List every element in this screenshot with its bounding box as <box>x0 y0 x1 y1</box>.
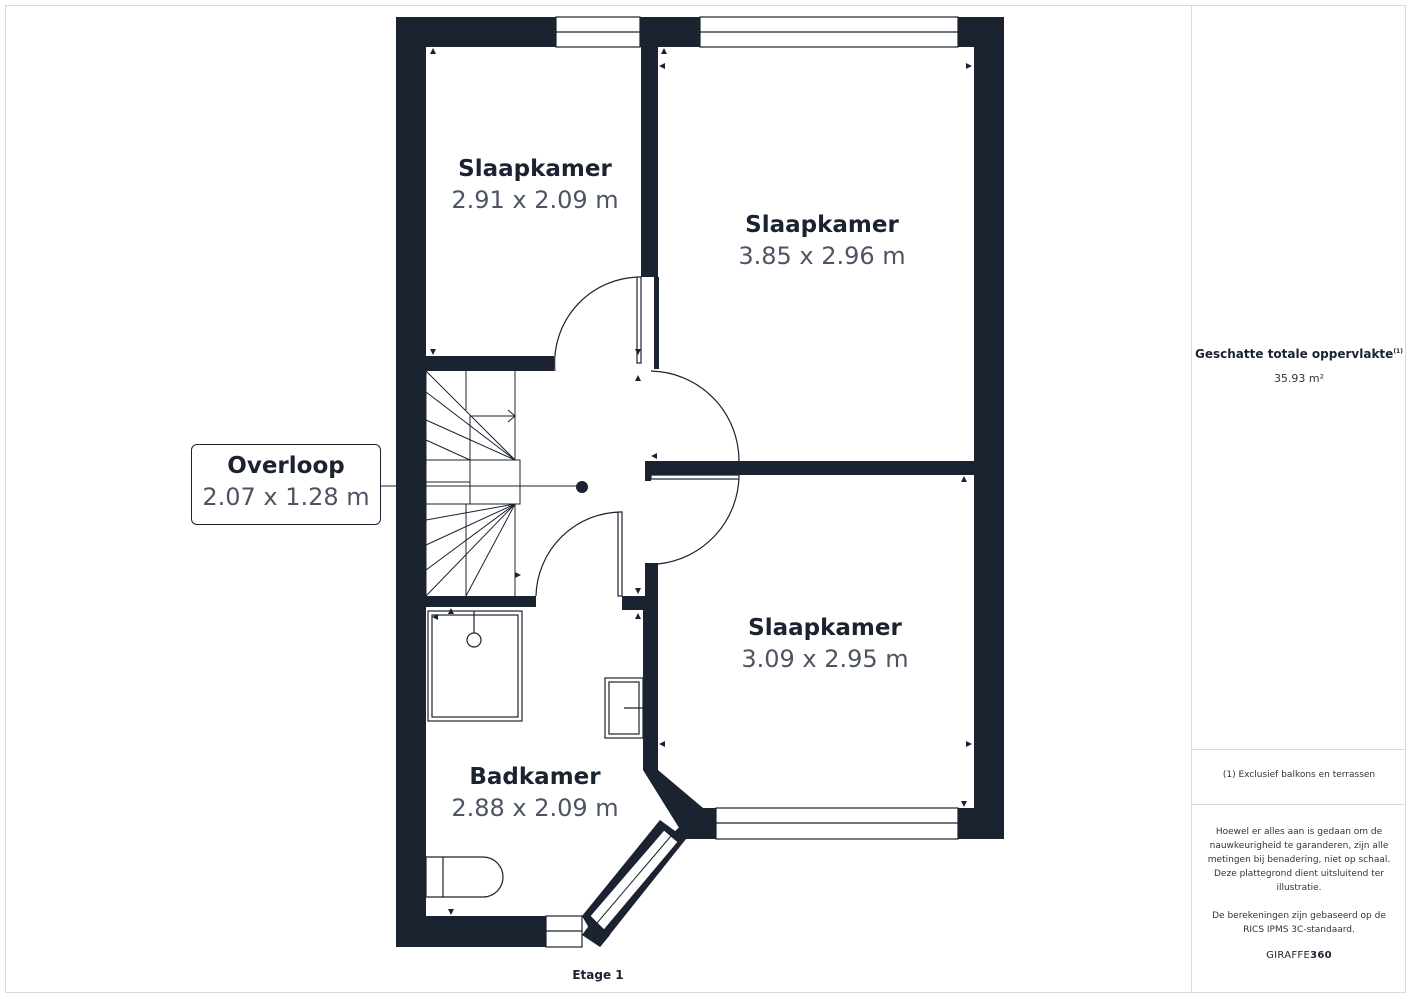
wall-bath-top <box>426 596 536 607</box>
shower-tray <box>427 610 523 722</box>
toilet <box>425 856 504 898</box>
bay-window <box>582 820 686 947</box>
stair-direction-dot <box>576 481 588 493</box>
wall-bottom-right <box>958 808 1004 839</box>
brand-logo-bold: 360 <box>1310 950 1332 961</box>
room-label-bedroom-1: Slaapkamer 2.91 x 2.09 m <box>451 154 618 216</box>
room-name: Slaapkamer <box>748 615 902 641</box>
total-area-value: 35.93 m² <box>1273 372 1325 385</box>
door-swing-bedroom1 <box>554 276 642 372</box>
room-dimensions: 3.85 x 2.96 m <box>738 242 906 270</box>
wall-door-jamb <box>654 277 659 369</box>
wall-stub <box>645 461 651 481</box>
wall-top-mid <box>640 17 700 47</box>
total-area-title-text: Geschatte totale oppervlakte <box>1195 347 1394 361</box>
wall-right <box>974 17 1004 839</box>
staircase <box>425 370 582 597</box>
door-swing-bath <box>535 511 623 597</box>
sidebar-rule <box>1192 804 1406 805</box>
windows <box>545 16 959 948</box>
door-swing-bedroom2 <box>650 370 740 462</box>
room-name: Slaapkamer <box>458 156 612 182</box>
sidebar-rule <box>1192 749 1406 750</box>
wall-bath-right <box>643 610 658 770</box>
room-dimensions: 2.07 x 1.28 m <box>202 483 370 511</box>
footnote-marker: (1) <box>1393 348 1403 355</box>
wall-bedrooms-divider <box>645 461 974 475</box>
room-dimensions: 2.91 x 2.09 m <box>451 186 619 214</box>
room-label-bathroom: Badkamer 2.88 x 2.09 m <box>451 762 618 824</box>
wall-bottom-left <box>396 916 546 947</box>
dimension-markers <box>430 48 972 915</box>
room-dimensions: 2.88 x 2.09 m <box>451 794 619 822</box>
room-name: Slaapkamer <box>745 212 899 238</box>
brand-logo-light: GIRAFFE <box>1266 950 1311 961</box>
floor-label: Etage 1 <box>572 968 624 982</box>
room-name: Badkamer <box>469 764 601 790</box>
wall-bedroom-divider-top <box>641 46 658 277</box>
footnote: (1) Exclusief balkons en terrassen <box>1222 770 1376 780</box>
floor-plan <box>381 16 1004 948</box>
total-area-title: Geschatte totale oppervlakte(1) <box>1192 347 1406 361</box>
room-label-bedroom-2: Slaapkamer 3.85 x 2.96 m <box>738 210 905 272</box>
doors <box>535 276 740 597</box>
walls <box>396 17 1004 947</box>
bathroom-fixtures <box>425 610 644 898</box>
brand-logo: GIRAFFE360 <box>1192 950 1406 961</box>
disclaimer-accuracy: Hoewel er alles aan is gedaan om de nauw… <box>1207 827 1391 893</box>
wall-bath-top-stub <box>622 596 658 610</box>
room-name: Overloop <box>227 453 345 479</box>
sidebar-divider <box>1191 6 1192 992</box>
room-dimensions: 3.09 x 2.95 m <box>741 645 909 673</box>
disclaimer-standard: De berekeningen zijn gebaseerd op de RIC… <box>1212 911 1386 935</box>
page-frame <box>5 5 1406 993</box>
wall-bedroom1-bottom <box>426 356 554 371</box>
room-label-bedroom-3: Slaapkamer 3.09 x 2.95 m <box>741 613 908 675</box>
door-swing-bedroom3 <box>657 474 740 565</box>
shower-drain <box>466 632 482 648</box>
wall-left <box>396 17 426 947</box>
room-label-landing: Overloop 2.07 x 1.28 m <box>191 444 381 525</box>
